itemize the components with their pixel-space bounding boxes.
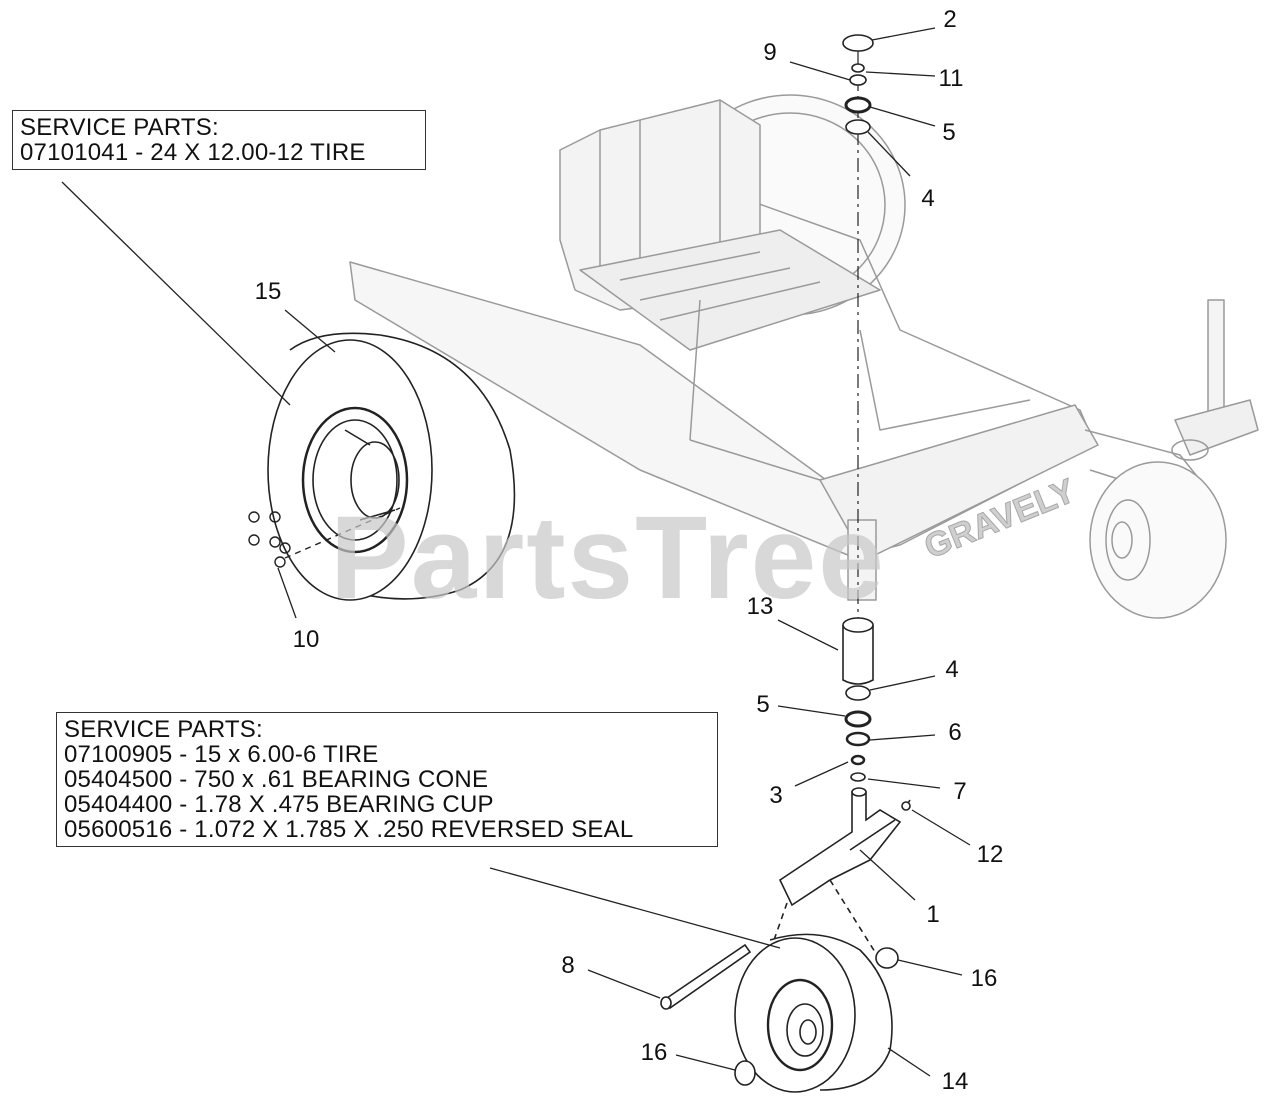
callout-4-lower: 4 [945, 656, 959, 683]
callout-13: 13 [746, 593, 774, 620]
leader-5a [869, 106, 936, 127]
lug-nut [269, 511, 281, 523]
caster-fork [778, 791, 902, 907]
callout-1: 1 [926, 901, 940, 928]
bearing-cone-top [844, 96, 872, 114]
leader-box-bottom [489, 867, 781, 949]
callout-12: 12 [976, 841, 1004, 868]
service-parts-box-rear-tire: SERVICE PARTS: 07101041 - 24 X 12.00-12 … [12, 110, 426, 170]
leader-16b [675, 1054, 736, 1071]
fork-bolt [901, 801, 911, 811]
bearing-cone-bottom [844, 710, 872, 728]
bearing-cup-bottom [845, 685, 871, 701]
spacer-left [734, 1060, 756, 1086]
callout-9: 9 [763, 39, 777, 66]
nut-top [851, 63, 865, 73]
washer-bottom [850, 772, 866, 782]
callout-5-lower: 5 [756, 691, 770, 718]
leader-10 [277, 567, 297, 619]
leader-12 [911, 809, 971, 846]
caster-wheel-rim [766, 978, 834, 1072]
leader-1 [859, 849, 916, 901]
callout-2: 2 [943, 6, 957, 33]
service-parts-line: 07101041 - 24 X 12.00-12 TIRE [20, 139, 366, 166]
leader-4b [869, 675, 936, 691]
service-parts-line: SERVICE PARTS: [64, 716, 263, 743]
leader-5b [777, 705, 846, 717]
callout-14: 14 [941, 1068, 969, 1095]
service-parts-line: 05600516 - 1.072 X 1.785 X .250 REVERSED… [64, 816, 634, 843]
service-parts-line: 07100905 - 15 x 6.00-6 TIRE [64, 741, 379, 768]
leader-9 [789, 61, 851, 81]
service-parts-line: SERVICE PARTS: [20, 114, 219, 141]
leader-7 [867, 778, 941, 789]
leader-box-top [61, 181, 291, 406]
dust-cap [842, 34, 874, 52]
seal [845, 731, 871, 747]
front-right-caster-tire [1089, 461, 1227, 619]
service-parts-line: 05404400 - 1.78 X .475 BEARING CUP [64, 791, 494, 818]
leader-13 [777, 619, 839, 651]
leader-8 [587, 969, 661, 999]
leader-2 [871, 27, 936, 41]
lug-nut [274, 556, 286, 568]
leader-14 [887, 1047, 931, 1077]
lug-nut [248, 534, 260, 546]
callout-16-lower: 16 [640, 1039, 668, 1066]
callout-5: 5 [942, 119, 956, 146]
service-parts-line: 05404500 - 750 x .61 BEARING CONE [64, 766, 489, 793]
leader-3 [794, 761, 849, 787]
callout-10: 10 [292, 626, 320, 653]
caster-pivot-tube [842, 625, 874, 685]
nut-bottom [850, 754, 866, 766]
leader-11 [865, 71, 936, 77]
leader-6 [869, 734, 936, 741]
callout-4: 4 [921, 185, 935, 212]
washer-top [849, 74, 867, 86]
callout-16: 16 [970, 965, 998, 992]
bearing-cup-top [845, 119, 871, 135]
callout-11: 11 [938, 65, 964, 92]
rear-left-wheel-rim [301, 406, 409, 554]
callout-15: 15 [254, 278, 282, 305]
leader-4a [867, 131, 911, 177]
callout-6: 6 [948, 719, 962, 746]
callout-3: 3 [769, 782, 783, 809]
spacer-right [875, 947, 899, 969]
lug-nut [279, 542, 291, 554]
callout-8: 8 [561, 952, 575, 979]
service-parts-box-caster: SERVICE PARTS: 07100905 - 15 x 6.00-6 TI… [56, 712, 718, 847]
rear-left-tire-sidewall [267, 339, 433, 601]
leader-16a [897, 959, 963, 976]
lug-nut [269, 536, 281, 548]
leader-15 [284, 309, 336, 353]
callout-7: 7 [953, 778, 967, 805]
frame-deck-plate [579, 229, 881, 351]
lug-nut [248, 511, 260, 523]
